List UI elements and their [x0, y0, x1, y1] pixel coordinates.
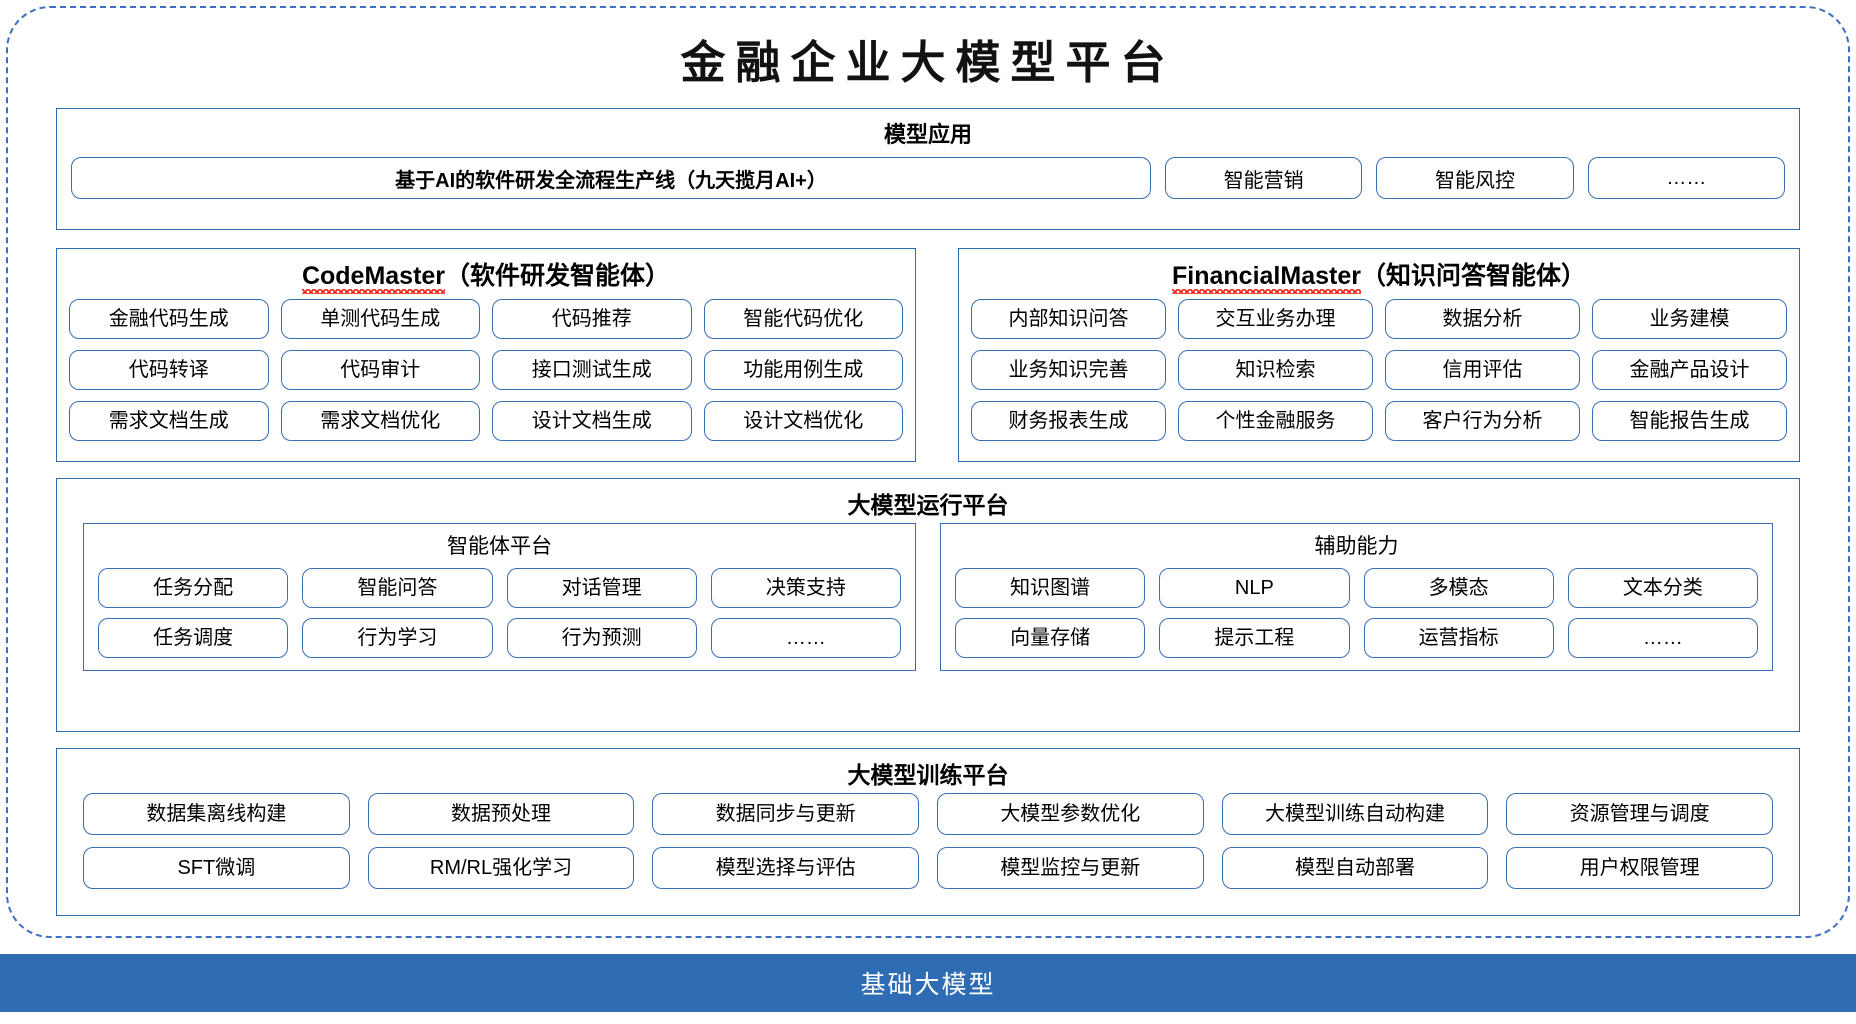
auxiliary-capability-sub-panel: 辅助能力 知识图谱 NLP 多模态 文本分类 向量存储 提示工程 运营指标 ……	[940, 523, 1773, 671]
agent-platform-sub-panel: 智能体平台 任务分配 智能问答 对话管理 决策支持 任务调度 行为学习 行为预测…	[83, 523, 916, 671]
training-platform-grid: 数据集离线构建 数据预处理 数据同步与更新 大模型参数优化 大模型训练自动构建 …	[83, 793, 1773, 889]
capability-pill[interactable]: 数据预处理	[367, 793, 635, 835]
financialmaster-panel: FinancialMaster（知识问答智能体） 内部知识问答 交互业务办理 数…	[958, 248, 1800, 462]
capability-pill[interactable]: 模型选择与评估	[652, 847, 919, 889]
capability-pill[interactable]: 行为预测	[506, 618, 697, 658]
runtime-platform-panel: 大模型运行平台 智能体平台 任务分配 智能问答 对话管理 决策支持 任务调度 行…	[56, 478, 1800, 732]
capability-pill[interactable]: 运营指标	[1363, 618, 1554, 658]
codemaster-capability-grid: 金融代码生成 单测代码生成 代码推荐 智能代码优化 代码转译 代码审计 接口测试…	[69, 299, 903, 441]
capability-pill[interactable]: 大模型训练自动构建	[1221, 793, 1489, 835]
capability-pill[interactable]: 数据集离线构建	[83, 793, 350, 835]
capability-pill[interactable]: 设计文档优化	[703, 401, 903, 441]
capability-pill[interactable]: 任务分配	[98, 568, 289, 608]
capability-pill[interactable]: 客户行为分析	[1385, 401, 1580, 441]
financialmaster-suffix: （知识问答智能体）	[1360, 262, 1586, 290]
training-platform-panel: 大模型训练平台 数据集离线构建 数据预处理 数据同步与更新 大模型参数优化 大模…	[56, 748, 1800, 916]
capability-pill[interactable]: 金融产品设计	[1592, 350, 1787, 390]
capability-pill[interactable]: NLP	[1159, 568, 1350, 608]
capability-pill[interactable]: 模型自动部署	[1221, 847, 1489, 889]
capability-pill[interactable]: ……	[710, 618, 901, 658]
capability-pill[interactable]: 大模型参数优化	[936, 793, 1204, 835]
financialmaster-capability-grid: 内部知识问答 交互业务办理 数据分析 业务建模 业务知识完善 知识检索 信用评估…	[971, 299, 1787, 441]
capability-pill[interactable]: 个性金融服务	[1178, 401, 1373, 441]
agent-platform-title: 智能体平台	[447, 535, 552, 558]
capability-pill[interactable]: 数据同步与更新	[652, 793, 919, 835]
codemaster-panel: CodeMaster（软件研发智能体） 金融代码生成 单测代码生成 代码推荐 智…	[56, 248, 916, 462]
capability-pill[interactable]: 提示工程	[1159, 618, 1350, 658]
capability-pill[interactable]: 行为学习	[302, 618, 493, 658]
capability-pill[interactable]: 知识图谱	[955, 568, 1146, 608]
capability-pill[interactable]: 代码审计	[280, 350, 480, 390]
capability-pill[interactable]: 向量存储	[955, 618, 1146, 658]
capability-pill[interactable]: 接口测试生成	[492, 350, 692, 390]
capability-pill[interactable]: 业务建模	[1592, 299, 1787, 339]
capability-pill[interactable]: 对话管理	[506, 568, 697, 608]
model-application-panel: 模型应用 基于AI的软件研发全流程生产线（九天揽月AI+） 智能营销 智能风控 …	[56, 108, 1800, 230]
runtime-sub-panels: 智能体平台 任务分配 智能问答 对话管理 决策支持 任务调度 行为学习 行为预测…	[83, 523, 1773, 671]
capability-pill[interactable]: 知识检索	[1178, 350, 1373, 390]
capability-pill[interactable]: 需求文档生成	[69, 401, 269, 441]
app-pill-smart-risk-control[interactable]: 智能风控	[1376, 157, 1574, 199]
capability-pill[interactable]: 决策支持	[710, 568, 901, 608]
model-application-title: 模型应用	[883, 122, 972, 147]
codemaster-name: CodeMaster	[301, 262, 446, 294]
agent-platform-grid: 任务分配 智能问答 对话管理 决策支持 任务调度 行为学习 行为预测 ……	[98, 568, 901, 658]
capability-pill[interactable]: 文本分类	[1567, 568, 1758, 608]
auxiliary-capability-title: 辅助能力	[1314, 535, 1399, 558]
foundation-model-label: 基础大模型	[860, 971, 996, 999]
foundation-model-bar: 基础大模型	[0, 954, 1856, 1012]
auxiliary-capability-grid: 知识图谱 NLP 多模态 文本分类 向量存储 提示工程 运营指标 ……	[955, 568, 1758, 658]
capability-pill[interactable]: 内部知识问答	[971, 299, 1166, 339]
capability-pill[interactable]: 任务调度	[98, 618, 289, 658]
capability-pill[interactable]: 代码推荐	[492, 299, 692, 339]
codemaster-suffix: （软件研发智能体）	[445, 262, 671, 290]
capability-pill[interactable]: 用户权限管理	[1506, 847, 1773, 889]
capability-pill[interactable]: 资源管理与调度	[1506, 793, 1773, 835]
outer-dashed-frame	[6, 6, 1850, 938]
capability-pill[interactable]: 代码转译	[69, 350, 269, 390]
training-platform-title: 大模型训练平台	[847, 762, 1009, 788]
capability-pill[interactable]: 多模态	[1363, 568, 1554, 608]
capability-pill[interactable]: 业务知识完善	[971, 350, 1166, 390]
capability-pill[interactable]: 数据分析	[1385, 299, 1580, 339]
app-pill-smart-marketing[interactable]: 智能营销	[1165, 157, 1363, 199]
capability-pill[interactable]: 智能报告生成	[1592, 401, 1787, 441]
capability-pill[interactable]: 智能代码优化	[703, 299, 903, 339]
ai-software-pipeline-banner[interactable]: 基于AI的软件研发全流程生产线（九天揽月AI+）	[71, 157, 1151, 199]
codemaster-heading: CodeMaster（软件研发智能体）	[57, 256, 915, 294]
capability-pill[interactable]: 信用评估	[1385, 350, 1580, 390]
capability-pill[interactable]: 需求文档优化	[280, 401, 480, 441]
financialmaster-heading: FinancialMaster（知识问答智能体）	[959, 256, 1799, 294]
page-title: 金融企业大模型平台	[680, 38, 1176, 88]
capability-pill[interactable]: 智能问答	[302, 568, 493, 608]
capability-pill[interactable]: 财务报表生成	[971, 401, 1166, 441]
capability-pill[interactable]: 功能用例生成	[703, 350, 903, 390]
capability-pill[interactable]: ……	[1567, 618, 1758, 658]
capability-pill[interactable]: 单测代码生成	[280, 299, 480, 339]
capability-pill[interactable]: 交互业务办理	[1178, 299, 1373, 339]
model-application-row: 基于AI的软件研发全流程生产线（九天揽月AI+） 智能营销 智能风控 ……	[71, 157, 1785, 199]
capability-pill[interactable]: 模型监控与更新	[936, 847, 1204, 889]
capability-pill[interactable]: RM/RL强化学习	[367, 847, 635, 889]
runtime-platform-title: 大模型运行平台	[847, 492, 1009, 518]
capability-pill[interactable]: 金融代码生成	[69, 299, 269, 339]
capability-pill[interactable]: 设计文档生成	[492, 401, 692, 441]
capability-pill[interactable]: SFT微调	[83, 847, 350, 889]
financialmaster-name: FinancialMaster	[1172, 262, 1361, 294]
app-pill-ellipsis[interactable]: ……	[1587, 157, 1785, 199]
